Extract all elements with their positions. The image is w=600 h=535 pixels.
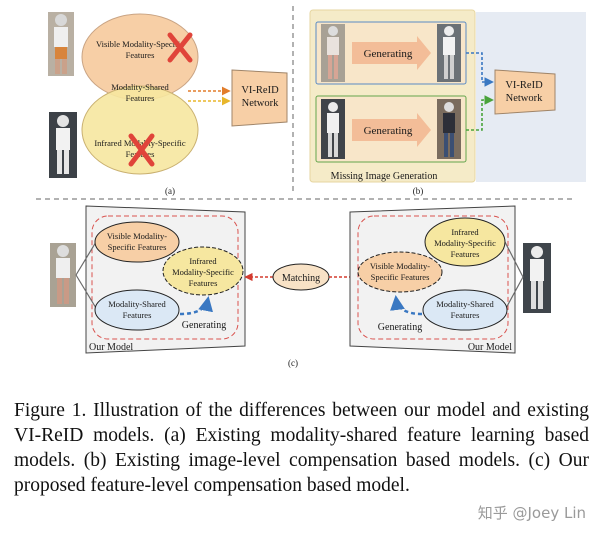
visible-person-photo [50,243,76,307]
right-infrared-line1: Infrared [451,227,479,237]
generating-arrow-top [352,36,431,70]
panel-c-label: (c) [288,358,298,368]
generated-visible-photo [437,99,461,159]
connector-line [75,241,97,276]
generation-title: Missing Image Generation [331,171,438,182]
left-generating-arrow [179,296,213,316]
connector-line [504,276,524,311]
left-shared-ellipse [94,289,180,331]
left-infrared-line2: Modality-Specific [172,267,234,277]
right-generating-label: Generating [378,322,422,333]
right-shared-line1: Modality-Shared [436,299,494,309]
visible-person-photo [321,24,345,82]
panel-a-label: (a) [165,186,175,196]
left-infrared-line3: Features [189,278,218,288]
visible-person-photo [48,12,74,76]
connector-line [504,241,524,278]
left-shared-line1: Modality-Shared [108,299,166,309]
panel-c: Our Model Visible Modality- Specific Fea… [50,205,551,368]
right-visible-line1: Visible Modality- [370,261,430,271]
matching-label: Matching [282,273,320,284]
panel-a: Visible Modality-Specific Features Modal… [48,12,288,196]
right-visible-line2: Specific Features [371,272,430,282]
left-visible-line2: Specific Features [108,242,167,252]
shared-feat-line2: Features [126,93,155,103]
left-infrared-ellipse [162,246,244,296]
infrared-person-photo [321,99,345,159]
cross-icon [167,32,193,63]
left-shared-line2: Features [123,310,152,320]
panel-b: Generating Generating Missing Image Gene… [309,9,586,196]
right-shared-line2: Features [451,310,480,320]
gen-top-label: Generating [364,48,413,60]
right-dashed-region [357,215,509,340]
right-infrared-line3: Features [451,249,480,259]
generated-infrared-photo [437,24,461,82]
right-generating-arrow [390,295,423,316]
arrow-blue [466,52,494,87]
network-line2: Network [242,98,279,109]
connector-line [75,274,97,309]
right-shared-ellipse [422,289,508,331]
infrared-feat-line1: Infrared Modality-Specific [94,138,186,148]
left-model-label: Our Model [89,342,133,353]
infrared-person-photo [49,112,77,178]
left-generating-label: Generating [182,320,226,331]
gen-bottom-label: Generating [364,125,413,137]
left-visible-line1: Visible Modality- [107,231,167,241]
caption-text: Figure 1. Illustration of the difference… [14,400,589,496]
infrared-specific-ellipse [81,85,199,175]
infrared-person-photo [523,243,551,313]
panel-b-label: (b) [413,186,424,196]
left-infrared-line1: Infrared [189,256,217,266]
network-line1: VI-ReID [241,85,279,96]
vireid-network-shape [231,69,288,127]
right-infrared-line2: Modality-Specific [434,238,496,248]
network-line1: VI-ReID [505,80,543,91]
left-visible-ellipse [94,221,180,263]
shared-feat-line1: Modality-Shared [111,82,169,92]
cross-icon [128,133,155,167]
visible-feat-line2: Features [126,50,155,60]
figure-caption: Figure 1. Illustration of the difference… [14,398,589,498]
vireid-network-shape [494,69,556,115]
visible-feat-line1: Visible Modality-Specific [96,39,184,49]
right-model-label: Our Model [468,342,512,353]
network-line2: Network [506,93,543,104]
watermark-text: 知乎 @Joey Lin [477,504,586,522]
figure-illustration: Visible Modality-Specific Features Modal… [36,6,586,368]
right-infrared-ellipse [424,217,506,267]
right-visible-ellipse [357,251,443,293]
generating-arrow-bottom [352,113,431,147]
arrow-green [466,95,494,131]
